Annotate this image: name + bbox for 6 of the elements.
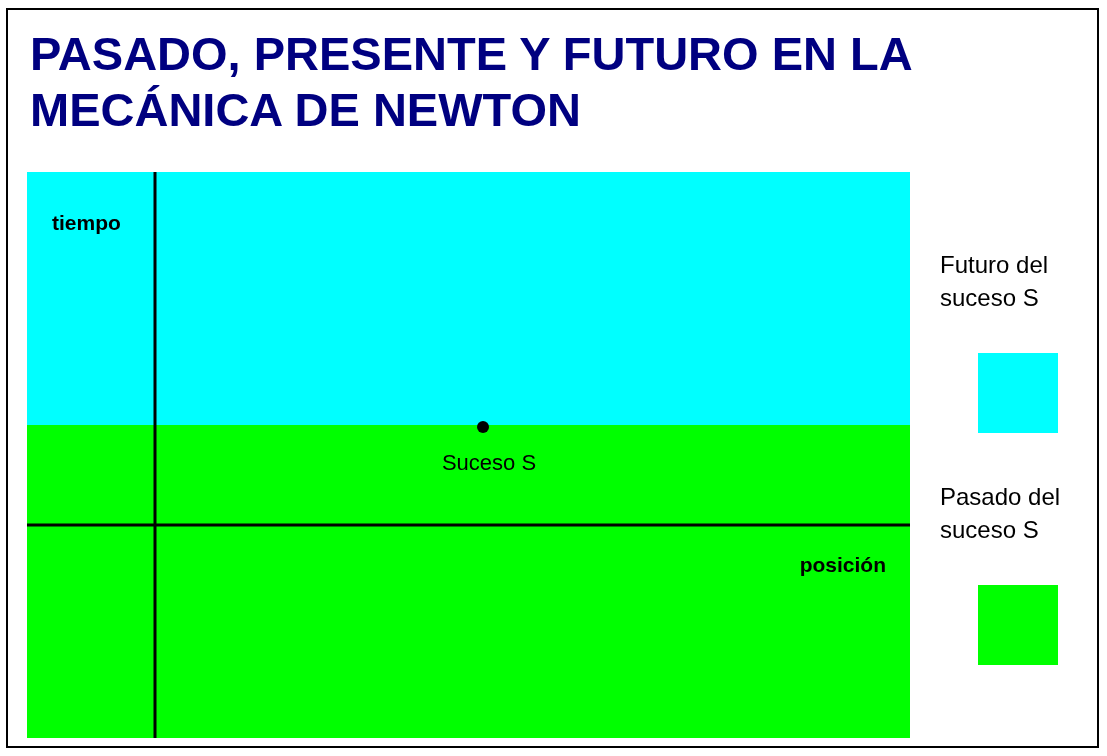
axis-label: posición [798,553,886,577]
point-label: Suceso S [440,450,538,476]
legend-text: Futuro del suceso S [940,250,1050,313]
title: PASADO, PRESENTE Y FUTURO EN LA MECÁNICA DE NEWTON [30,26,913,138]
legend-text: Pasado del suceso S [940,482,1062,545]
axis-label: tiempo [52,211,121,235]
